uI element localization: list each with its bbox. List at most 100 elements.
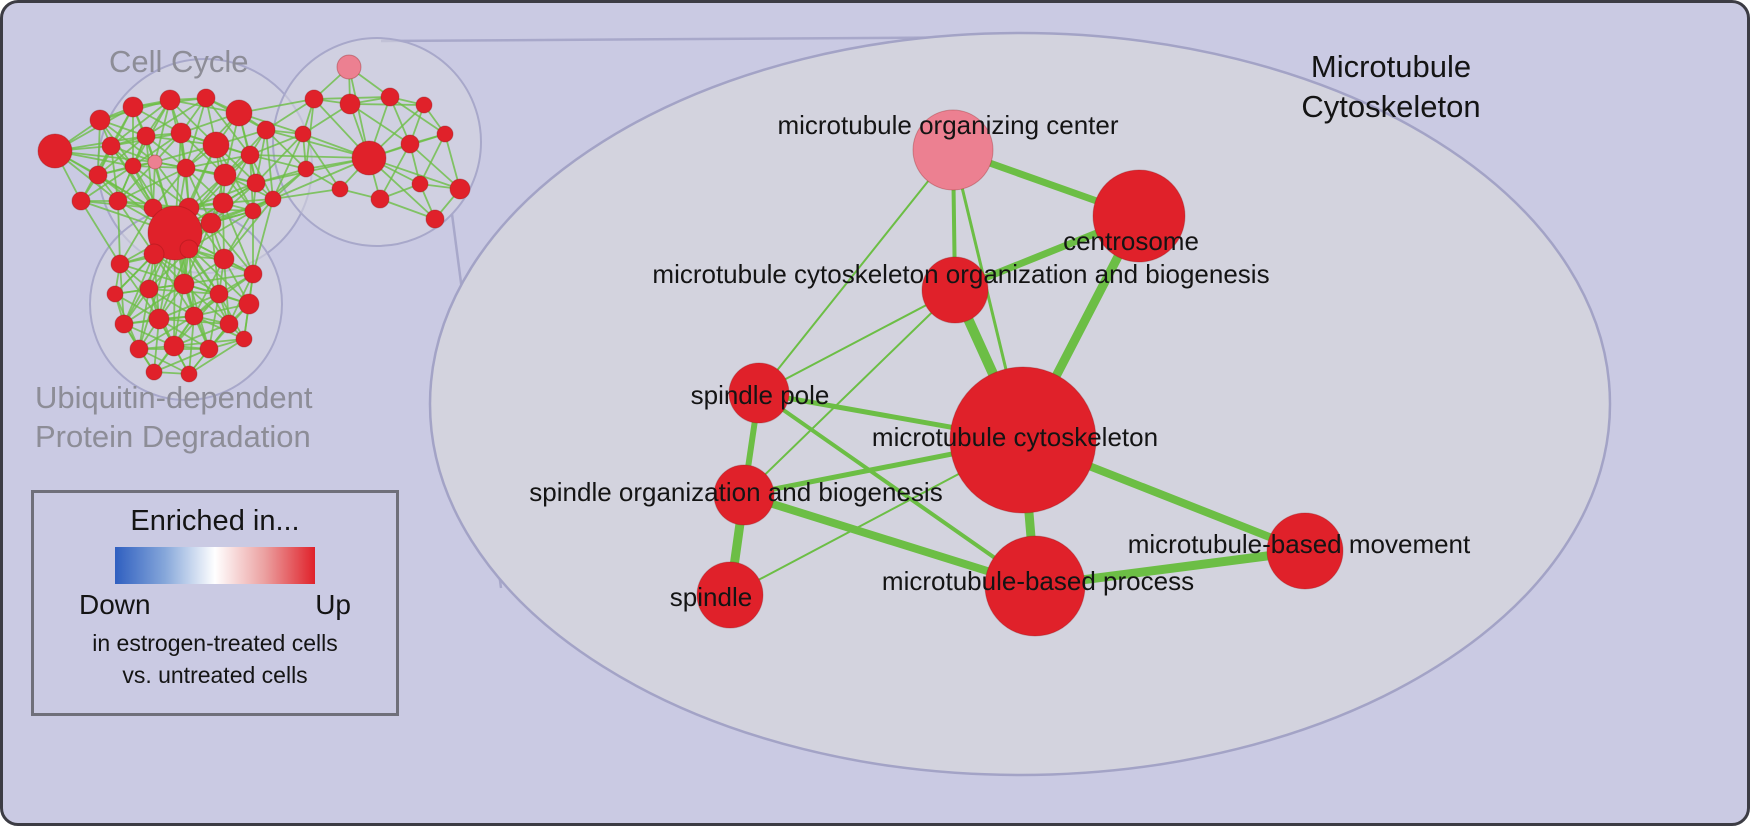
overview-edge [110, 145, 119, 202]
node-spindle_org [713, 464, 775, 526]
overview-node [351, 140, 387, 176]
overview-edge [265, 129, 274, 200]
overview-edge [210, 198, 274, 224]
legend-subtitle-line1: in estrogen-treated cells [92, 630, 338, 656]
overview-node [173, 273, 195, 295]
overview-node [159, 89, 181, 111]
overview-edge [379, 143, 411, 200]
edge-spindle_org-mt_process [740, 491, 1039, 590]
legend-box: Enriched in... Down Up in estrogen-treat… [31, 490, 399, 716]
overview-edge [205, 97, 251, 156]
overview-edge [138, 288, 150, 350]
overview-node [256, 120, 276, 140]
overview-edge [138, 348, 190, 375]
overview-node [339, 93, 361, 115]
node-label-moc: microtubule organizing center [777, 110, 1118, 140]
overview-node [143, 243, 165, 265]
overview-node [370, 189, 390, 209]
overview-node [243, 264, 263, 284]
overview-node [297, 160, 315, 178]
overview-node [246, 173, 266, 193]
overview-node [212, 192, 234, 214]
node-label-spindle_org: spindle organization and biogenesis [529, 477, 942, 507]
legend-subtitle: in estrogen-treated cells vs. untreated … [92, 627, 337, 691]
edge-mtco-spindle_org [743, 289, 956, 496]
overview-edge [173, 283, 185, 347]
overview-edge [249, 154, 370, 159]
overview-edge [183, 222, 212, 285]
overview-node [425, 209, 445, 229]
overview-node [449, 178, 471, 200]
overview-node [213, 248, 235, 270]
overview-edge [409, 143, 461, 190]
overview-node [436, 125, 454, 143]
overview-edge [153, 348, 210, 373]
overview-edge [80, 200, 121, 265]
node-mt_process [984, 535, 1086, 637]
overview-node [225, 99, 253, 127]
overview-node [235, 330, 253, 348]
edge-mtco-spindle_pole [758, 289, 956, 394]
overview-node [209, 284, 229, 304]
legend-down-label: Down [79, 589, 151, 620]
overview-node [219, 314, 239, 334]
node-label-centrosome: centrosome [1063, 226, 1199, 256]
node-label-spindle_pole: spindle pole [691, 380, 830, 410]
overview-node [180, 365, 198, 383]
overview-edge [265, 98, 315, 131]
overview-edge [185, 154, 251, 169]
overview-node [122, 96, 144, 118]
overview-edge [158, 293, 220, 320]
overview-node [336, 54, 362, 80]
overview-node [136, 126, 156, 146]
overview-edge [419, 133, 446, 185]
overview-edge [183, 273, 254, 285]
node-label-mt_process: microtubule-based process [882, 566, 1194, 596]
overview-edge [272, 133, 304, 200]
enrichment-gradient-bar [115, 547, 315, 584]
node-spindle_pole [728, 362, 790, 424]
node-mtco [921, 256, 989, 324]
legend-up-label: Up [315, 589, 351, 620]
overview-edge [379, 198, 436, 220]
overview-edge [145, 97, 207, 137]
overview-node [163, 335, 185, 357]
overview-node [37, 133, 73, 169]
node-label-mt_movement: microtubule-based movement [1128, 529, 1471, 559]
overview-edge [252, 198, 274, 275]
ubiquitin-cluster-label: Ubiquitin-dependent Protein Degradation [35, 379, 313, 457]
legend-subtitle-line2: vs. untreated cells [122, 662, 308, 689]
overview-edge [119, 263, 160, 320]
overview-node [176, 158, 196, 178]
edge-moc-spindle_pole [758, 149, 954, 394]
overview-edge [265, 129, 370, 159]
overview-edge [97, 135, 147, 176]
node-mt_movement [1266, 512, 1344, 590]
microtubule-cytoskeleton-title-line2: Cytoskeleton [1301, 88, 1481, 124]
overview-node [179, 239, 199, 259]
overview-node [184, 306, 204, 326]
node-label-spindle: spindle [670, 582, 752, 612]
overview-node [294, 125, 312, 143]
overview-edge [210, 222, 254, 275]
overview-node [238, 293, 260, 315]
overview-node [88, 165, 108, 185]
overview-node [89, 109, 111, 131]
overview-node [264, 190, 282, 208]
cell-cycle-cluster-label: Cell Cycle [109, 44, 249, 79]
overview-node [304, 89, 324, 109]
node-label-mtco: microtubule cytoskeleton organization an… [652, 259, 1269, 289]
overview-edge [265, 129, 307, 170]
overview-node [71, 191, 91, 211]
ubiquitin-cluster-label-line1: Ubiquitin-dependent [35, 380, 313, 415]
overview-edge [249, 133, 304, 156]
enrichment-map-figure: microtubule organizing centercentrosomem… [37, 31, 1612, 777]
overview-edge [117, 200, 155, 255]
overview-node [331, 180, 349, 198]
overview-edge [110, 99, 171, 147]
overview-edge [188, 338, 245, 375]
overview-edge [249, 154, 307, 170]
overview-edge [208, 293, 220, 350]
overview-node [129, 339, 149, 359]
